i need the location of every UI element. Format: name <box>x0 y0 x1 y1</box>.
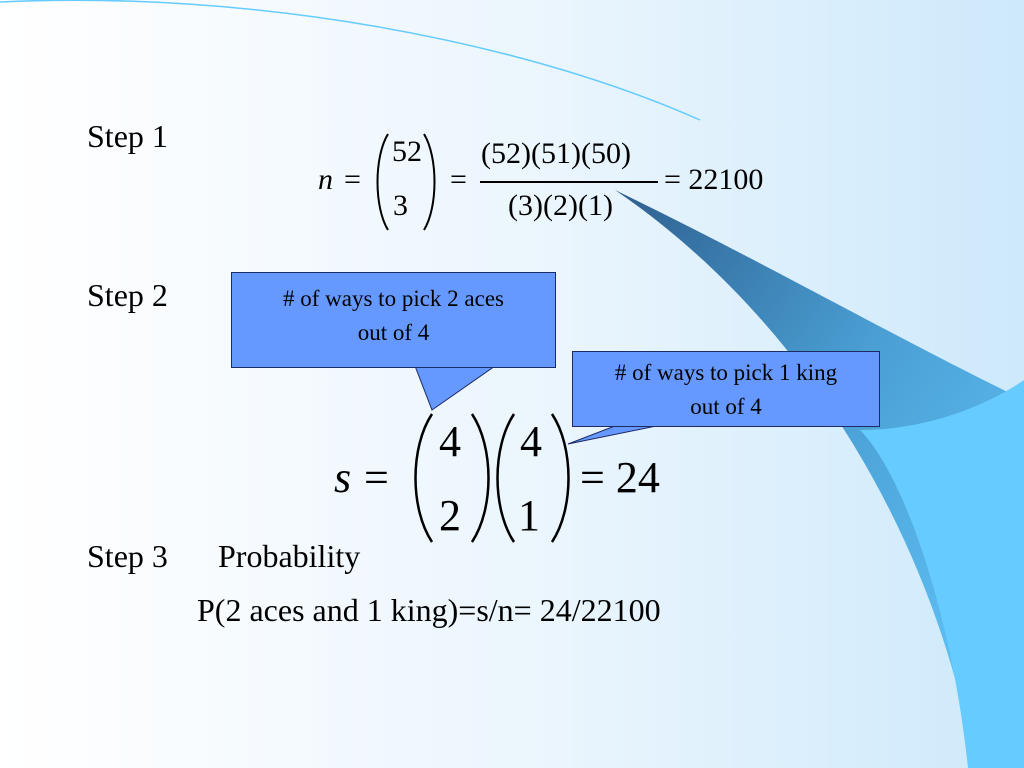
callout-king: # of ways to pick 1 king out of 4 <box>572 351 880 427</box>
step1-label: Step 1 <box>87 118 168 154</box>
eq-n-fraction-bar <box>480 181 658 183</box>
eq-n-numerator: (52)(51)(50) <box>481 137 631 170</box>
callout-aces-line2: out of 4 <box>357 320 430 345</box>
eq-s-right-paren-2 <box>550 413 570 543</box>
eq-n-binom-bottom: 3 <box>393 189 408 222</box>
callout-aces-pointer <box>414 365 497 411</box>
callout-king-line2: out of 4 <box>690 394 762 419</box>
callout-king-pointer <box>567 423 667 445</box>
eq-s-result: = 24 <box>580 453 660 502</box>
step3-title: Probability <box>218 538 361 574</box>
eq-s-left-paren-2 <box>496 413 516 543</box>
probability-line: P(2 aces and 1 king)=s/n= 24/22100 <box>197 592 661 628</box>
eq-s-binom1-bottom: 2 <box>439 491 461 540</box>
eq-n-denominator: (3)(2)(1) <box>508 189 613 222</box>
eq-n-left-paren <box>376 133 389 231</box>
eq-s-binom1-top: 4 <box>439 417 461 466</box>
eq-n-lhs: n <box>318 163 333 196</box>
eq-s-binom2-top: 4 <box>520 417 542 466</box>
eq-s-equals: = <box>364 453 389 502</box>
callout-aces-line1: # of ways to pick 2 aces <box>283 286 504 311</box>
eq-n-equals-2: = <box>450 163 467 196</box>
callout-aces: # of ways to pick 2 aces out of 4 <box>231 272 556 368</box>
eq-s-right-paren-1 <box>470 413 490 543</box>
eq-n-equals-1: = <box>344 163 361 196</box>
eq-n-right-paren <box>423 133 436 231</box>
step3-label: Step 3 <box>87 538 168 574</box>
eq-n-binom-top: 52 <box>392 135 422 168</box>
eq-s-lhs: s <box>334 453 352 502</box>
eq-s-binom2-bottom: 1 <box>518 491 540 540</box>
step2-label: Step 2 <box>87 277 168 313</box>
callout-king-line1: # of ways to pick 1 king <box>614 360 838 385</box>
eq-n-result: = 22100 <box>664 163 764 196</box>
eq-s-left-paren-1 <box>414 413 434 543</box>
